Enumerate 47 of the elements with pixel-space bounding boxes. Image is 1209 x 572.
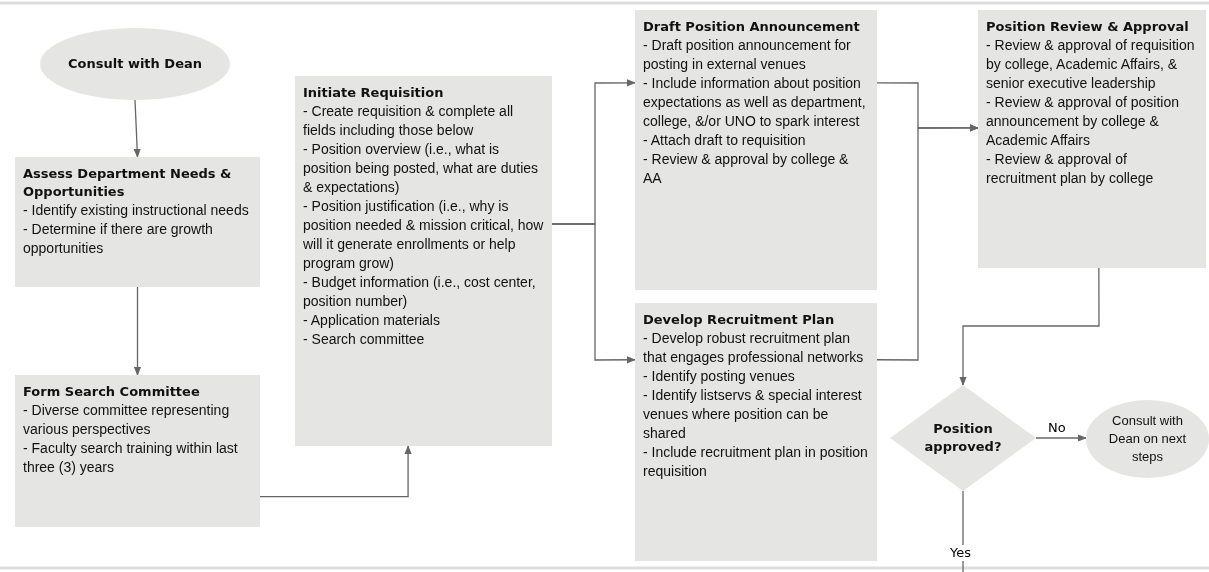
bullet-text: - Position overview (i.e., what is position being posted, what are duties & expectations) [303,140,540,197]
bullet-text: - Attach draft to requisition [643,131,807,150]
box-heading: Draft Position Announcement [643,18,861,36]
terminal-ellipse [40,28,230,100]
box-heading: Develop Recruitment Plan [643,311,836,329]
bullet-text: - Include information about position expectations as well as department, college, &/or UNO to spark interest [643,74,867,131]
bullet-text: - Identify posting venues [643,367,796,386]
arrow [1035,434,1087,442]
arrow [133,286,142,376]
process-box [978,10,1206,268]
node-label: Consult with Dean on next steps [1107,412,1188,466]
bullet-text: - Review & approval of position announcement by college & Academic Affairs [986,93,1180,150]
bullet-text: - Identify existing instructional needs [23,201,250,220]
bullet-text: - Review & approval by college & AA [643,150,850,188]
process-box [635,303,877,561]
bullet-text: - Include recruitment plan in position requisition [643,443,869,481]
node-label: Consult with Dean [68,55,202,73]
decision-diamond [890,385,1036,491]
process-box [15,157,260,287]
arrow [133,99,141,158]
bullet-text: - Determine if there are growth opportunities [23,220,214,258]
bullet-text: - Budget information (i.e., cost center, position number) [303,273,537,311]
bullet-text: - Create requisition & complete all fields including those below [303,102,515,140]
arrow [551,223,636,364]
edge-label: Yes [948,545,973,561]
process-box [295,76,552,446]
bullet-text: - Search committee [303,330,426,349]
bullet-text: - Review & approval of recruitment plan by college [986,150,1155,188]
arrow [259,445,412,498]
box-heading: Assess Department Needs & Opportunities [23,165,233,201]
bullet-text: - Develop robust recruitment plan that engages professional networks [643,329,865,367]
bullet-text: - Review & approval of requisition by college, Academic Affairs, & senior executive leadership [986,36,1196,93]
node-label: Position approved? [923,420,1003,456]
box-heading: Form Search Committee [23,383,201,401]
bullet-text: - Identify listservs & special interest venues where position can be shared [643,386,863,443]
process-box [635,10,877,290]
box-heading: Position Review & Approval [986,18,1190,36]
process-box [15,375,260,527]
bullet-text: - Application materials [303,311,441,330]
bullet-text: - Draft position announcement for posting in external venues [643,36,852,74]
arrow [959,267,1100,386]
box-heading: Initiate Requisition [303,84,445,102]
bullet-text: - Position justification (i.e., why is position needed & mission critical, how will it generate enrollments or help program grow) [303,197,544,273]
arrow [876,124,979,361]
terminal-ellipse [1086,400,1209,478]
bullet-text: - Faculty search training within last three (3) years [23,439,239,477]
bullet-text: - Diverse committee representing various perspectives [23,401,231,439]
